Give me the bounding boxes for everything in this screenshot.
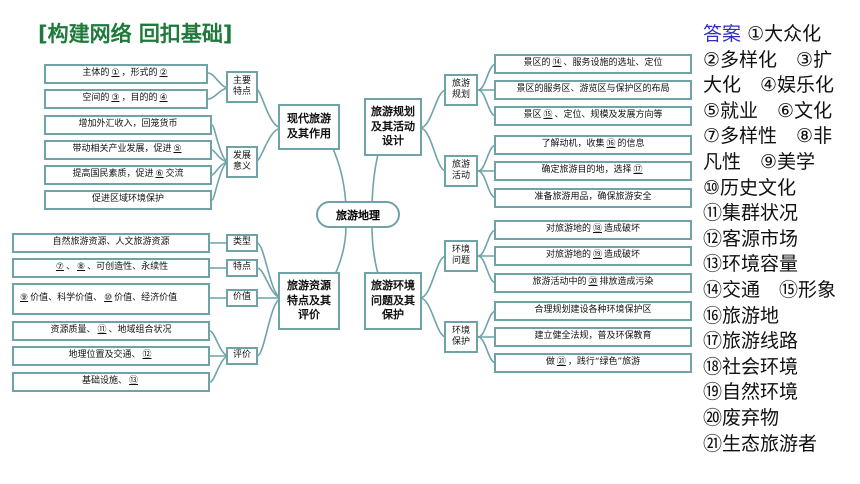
env-item-5: 建立健全法规，普及环保教育 xyxy=(494,327,692,347)
answer-line-10: ⑬环境容量 xyxy=(703,253,799,276)
answer-line-7: ⑩历史文化 xyxy=(703,176,797,199)
answer-line-12: ⑯旅游地 xyxy=(703,304,780,327)
cat-main-features: 主要 特点 xyxy=(226,71,258,103)
resource-item-1: 自然旅游资源、人文旅游资源 xyxy=(12,233,210,253)
cat-tourism-planning: 旅游 规划 xyxy=(444,74,478,106)
answer-line-16: ⑳废弃物 xyxy=(703,406,780,429)
answer-line-6: 凡性 ⑨美学 xyxy=(703,150,816,173)
answer-line-4: ⑤就业 ⑥文化 xyxy=(703,99,833,122)
modern-item-6: 促进区域环境保护 xyxy=(44,190,212,210)
answer-line-1: 答案 ①大众化 xyxy=(703,23,822,45)
planning-item-2: 景区的服务区、游览区与保护区的布局 xyxy=(494,80,692,100)
resource-item-2: ⑦、⑧、可创造性、永续性 xyxy=(12,258,210,278)
center-topic: 旅游地理 xyxy=(316,201,400,228)
mid-tourism-environment: 旅游环境 问题及其 保护 xyxy=(364,272,422,330)
answer-line-17: ㉑生态旅游者 xyxy=(703,432,818,455)
resource-item-5: 地理位置及交通、⑫ xyxy=(12,346,210,366)
answer-line-9: ⑫客源市场 xyxy=(703,227,799,250)
activity-item-3: 准备旅游用品，确保旅游安全 xyxy=(494,188,692,208)
env-item-4: 合理规划建设各种环境保护区 xyxy=(494,301,692,321)
modern-item-3: 增加外汇收入，回笼货币 xyxy=(44,115,212,135)
cat-tourism-activity: 旅游 活动 xyxy=(444,155,478,187)
cat-env-protection: 环境 保护 xyxy=(444,321,478,353)
answer-line-8: ⑪集群状况 xyxy=(703,202,799,225)
answer-line-5: ⑦多样性 ⑧非 xyxy=(703,125,833,148)
cat-features: 特点 xyxy=(226,259,258,277)
cat-type: 类型 xyxy=(226,234,258,252)
answer-line-3: 大化 ④娱乐化 xyxy=(703,74,835,97)
section-title: [构建网络 回扣基础] xyxy=(38,22,233,46)
resource-item-6: 基础设施、⑬ xyxy=(12,372,210,392)
cat-value: 价值 xyxy=(226,289,258,307)
answer-line-13: ⑰旅游线路 xyxy=(703,330,799,353)
mid-tourism-resources: 旅游资源 特点及其 评价 xyxy=(278,272,340,330)
answer-label: 答案 xyxy=(703,23,742,45)
answer-line-15: ⑲自然环境 xyxy=(703,381,799,404)
answer-panel: 答案 ①大众化 ②多样化 ③扩 大化 ④娱乐化 ⑤就业 ⑥文化 ⑦多样性 ⑧非 … xyxy=(703,22,860,457)
answer-line-11: ⑭交通 ⑮形象 xyxy=(703,278,837,301)
mid-tourism-planning: 旅游规划 及其活动 设计 xyxy=(364,98,422,156)
answer-line-2: ②多样化 ③扩 xyxy=(703,48,833,71)
cat-env-problems: 环境 问题 xyxy=(444,240,478,272)
cat-evaluation: 评价 xyxy=(226,347,258,365)
cat-development-significance: 发展 意义 xyxy=(226,146,258,178)
resource-item-4: 资源质量、⑪、地域组合状况 xyxy=(12,321,210,341)
mid-modern-tourism: 现代旅游 及其作用 xyxy=(278,104,340,150)
answer-line-14: ⑱社会环境 xyxy=(703,355,799,378)
